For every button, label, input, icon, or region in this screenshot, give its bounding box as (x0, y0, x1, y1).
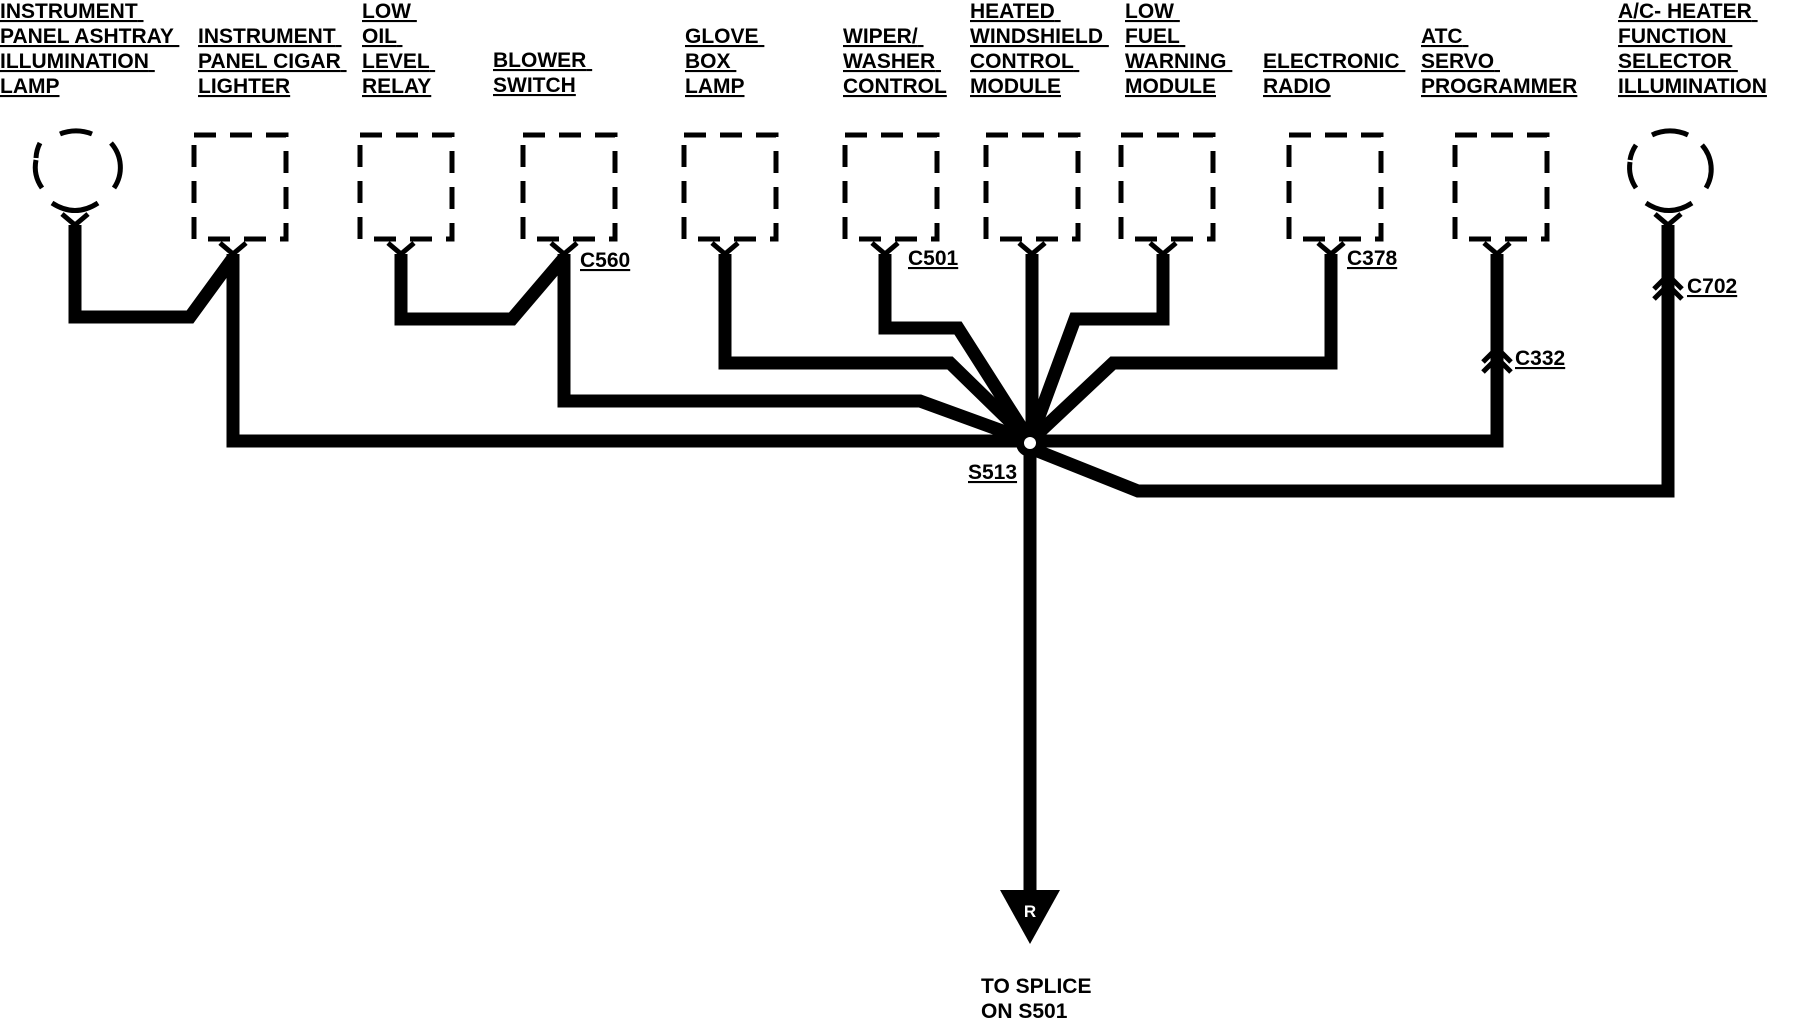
inline-connector-c702-symbol (1652, 271, 1684, 301)
wire-ac-heater-illum (1027, 225, 1675, 498)
lamp-symbol-ac-heater (1627, 128, 1714, 213)
label-electronic-radio: ELECTRONIC RADIO (1263, 50, 1405, 98)
label-ac-heater-illum: A/C- HEATER FUNCTION SELECTOR ILLUMINATI… (1618, 0, 1767, 98)
wire-low-fuel-warning (1023, 254, 1170, 444)
splice-label-s513: S513 (968, 461, 1017, 484)
lamp-symbol-ashtray (32, 128, 123, 213)
pin-terminals (60, 212, 1683, 258)
label-ashtray-lamp: INSTRUMENT PANEL ASHTRAY ILLUMINATION LA… (0, 0, 179, 98)
connector-c702: C702 (1687, 275, 1737, 298)
label-cigar-lighter: INSTRUMENT PANEL CIGAR LIGHTER (198, 25, 347, 98)
box-low-oil-relay (357, 132, 455, 242)
wire-wiper-washer (878, 254, 1036, 445)
wire-cigar-lighter (226, 254, 1030, 448)
box-cigar-lighter (191, 132, 289, 242)
box-electronic-radio (1286, 132, 1384, 242)
wire-ashtray-lamp (68, 225, 239, 324)
wire-glove-box-lamp (718, 254, 1035, 446)
label-atc-servo: ATC SERVO PROGRAMMER (1421, 25, 1577, 98)
ground-symbol (1000, 890, 1060, 944)
wire-low-oil-relay (394, 253, 569, 326)
label-blower-switch: BLOWER SWITCH (493, 49, 592, 97)
inline-connector-c332-symbol (1481, 344, 1513, 374)
box-glove-box-lamp (681, 132, 779, 242)
label-low-oil-relay: LOW OIL LEVEL RELAY (362, 0, 435, 98)
wire-electronic-radio (1025, 254, 1338, 446)
box-low-fuel-warning (1118, 132, 1216, 242)
label-heated-windshield: HEATED WINDSHIELD CONTROL MODULE (970, 0, 1109, 98)
box-blower-switch (520, 132, 618, 242)
connector-c501: C501 (908, 247, 959, 270)
connector-c378: C378 (1347, 247, 1398, 270)
box-wiper-washer (842, 132, 940, 242)
wire-blower-switch (557, 254, 1033, 448)
box-heated-windshield (983, 132, 1081, 242)
connector-c332: C332 (1515, 347, 1565, 370)
label-low-fuel-warning: LOW FUEL WARNING MODULE (1125, 0, 1232, 98)
splice-node-center (1024, 437, 1036, 449)
wires (68, 225, 1675, 895)
box-atc-servo (1452, 132, 1550, 242)
label-wiper-washer: WIPER/ WASHER CONTROL (843, 25, 947, 98)
wire-atc-servo (1030, 254, 1504, 448)
label-glove-box-lamp: GLOVE BOX LAMP (685, 25, 764, 98)
ground-letter: R (1024, 902, 1036, 921)
ground-destination-label: TO SPLICE ON S501 (981, 975, 1097, 1023)
connector-c560: C560 (580, 249, 630, 272)
